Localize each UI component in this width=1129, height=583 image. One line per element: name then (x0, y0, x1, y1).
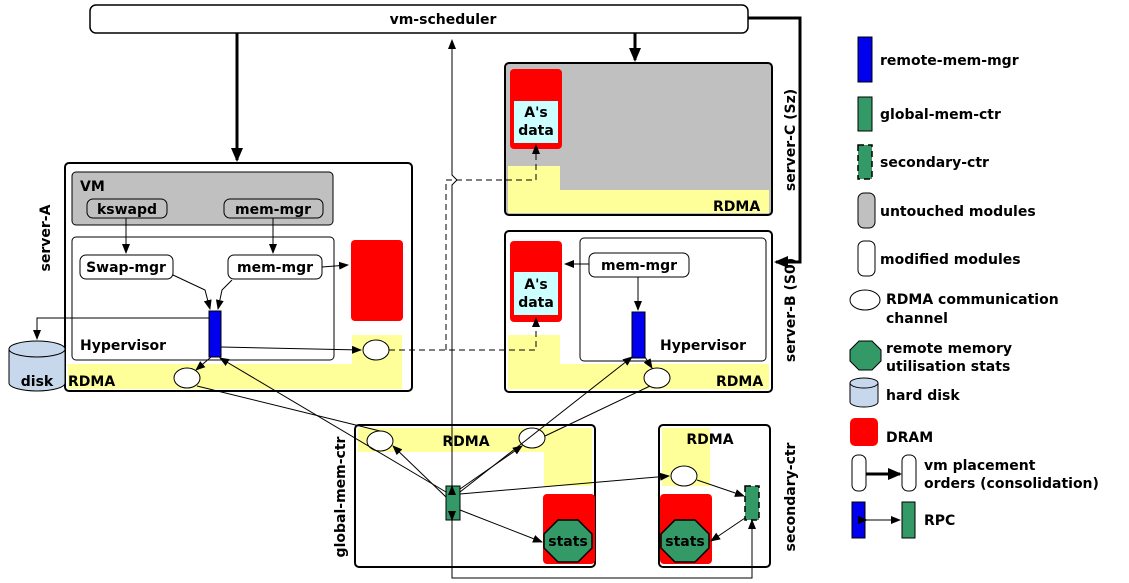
server-b-mem-mgr-box (588, 252, 690, 278)
kswapd-label: kswapd (97, 202, 157, 218)
global-to-remote-a (219, 357, 447, 493)
global-to-channel-2 (459, 445, 523, 490)
kswapd-box (86, 198, 168, 219)
connections (33, 16, 802, 579)
legend-placement-2: orders (consolidation) (924, 476, 1099, 492)
secondary-rdma-channel (670, 465, 698, 487)
disk-label: disk (21, 374, 54, 390)
vm-scheduler: vm-scheduler (89, 4, 749, 34)
legend-remote-mem-mgr-swatch (857, 36, 873, 83)
dashed-to-server-c-data (445, 144, 540, 350)
legend-remote-mem-mgr: remote-mem-mgr (880, 53, 1019, 69)
vm-mem-mgr-label: mem-mgr (235, 202, 311, 218)
global-rdma-channel-2 (518, 427, 546, 449)
placement-to-server-b (748, 16, 802, 268)
server-a-rdma-channel-1 (362, 339, 390, 361)
server-b-mem-mgr-label: mem-mgr (601, 258, 677, 274)
server-b-data-line2: data (518, 295, 554, 311)
hypmgr-to-remote (215, 279, 233, 310)
legend-modified-swatch (857, 240, 876, 277)
server-a-rdma-region (68, 335, 402, 389)
server-c-rdma-region (508, 166, 769, 213)
legend-global-mem-ctr: global-mem-ctr (880, 107, 1001, 123)
global-to-secondary-channel (459, 472, 670, 495)
vm-label: VM (80, 179, 105, 195)
scheduler-global-rpc (448, 39, 458, 495)
legend-disk-swatch (849, 377, 879, 408)
server-b-rdma-label: RDMA (716, 374, 763, 390)
swap-mgr-label: Swap-mgr (86, 260, 166, 276)
remote-mem-mgr-a (208, 310, 222, 358)
legend-dram: DRAM (886, 430, 933, 446)
server-c-data-line1: A's (524, 105, 547, 121)
server-c-label: server-C (Sz) (783, 89, 799, 191)
secondary-rdma-label: RDMA (686, 432, 733, 448)
legend: remote-mem-mgr global-mem-ctr secondary-… (849, 36, 1099, 539)
legend-modified: modified modules (880, 252, 1021, 268)
global-rdma-label: RDMA (442, 434, 489, 450)
secondary-channel-to-ctr (696, 479, 745, 497)
legend-rdma-channel-1: RDMA communication (886, 292, 1059, 308)
server-a-label: server-A (38, 204, 54, 271)
secondary-stats-label: stats (665, 534, 705, 550)
server-c-data-line2: data (518, 123, 554, 139)
hypervisor-a-label: Hypervisor (80, 338, 166, 354)
secondary-ctr-label: secondary-ctr (783, 442, 799, 551)
server-a-rdma-label: RDMA (68, 374, 115, 390)
remote-a-to-channel2 (195, 356, 212, 371)
legend-secondary-ctr: secondary-ctr (880, 155, 989, 171)
global-stats-label: stats (548, 534, 588, 550)
disk: disk (8, 340, 66, 392)
legend-stats-2: utilisation stats (886, 359, 1010, 375)
b-remote-to-channel (643, 356, 653, 369)
server-b-data (514, 272, 558, 315)
server-b: RDMA A's data mem-mgr Hypervisor server-… (504, 230, 799, 393)
server-b-rdma-channel (643, 367, 671, 389)
server-b-rdma-region (508, 335, 769, 389)
server-b-data-line1: A's (524, 277, 547, 293)
swap-mgr-box (79, 254, 174, 280)
legend-stats-swatch (849, 340, 882, 371)
hyp-a-mem-mgr-label: mem-mgr (237, 260, 313, 276)
legend-dram-swatch (850, 418, 878, 446)
global-ctr-block (445, 485, 461, 521)
remote-mem-mgr-b (631, 311, 646, 359)
legend-stats-1: remote memory (886, 341, 1012, 357)
remote-to-disk (33, 317, 209, 340)
legend-secondary-ctr-swatch (857, 144, 873, 180)
channel-b-to-global (544, 385, 651, 437)
legend-disk: hard disk (886, 388, 960, 404)
legend-rpc-swatch (851, 501, 916, 539)
channel-a-to-global (196, 385, 381, 432)
vm-scheduler-label: vm-scheduler (390, 12, 497, 28)
hypervisor-b-label: Hypervisor (660, 338, 746, 354)
swap-to-remote (172, 274, 212, 310)
legend-rdma-channel-2: channel (886, 311, 948, 327)
global-ctr-label: global-mem-ctr (333, 436, 349, 557)
global-secondary-rpc (448, 511, 756, 579)
legend-rpc: RPC (924, 513, 955, 529)
legend-untouched-swatch (857, 192, 876, 229)
legend-rdma-channel-swatch (849, 289, 881, 311)
legend-untouched: untouched modules (880, 204, 1036, 220)
secondary-ctr: RDMA stats secondary-ctr (658, 424, 799, 568)
legend-global-mem-ctr-swatch (857, 96, 873, 132)
legend-placement-1: vm placement (924, 458, 1036, 474)
server-a-rdma-channel-2 (173, 367, 201, 389)
secondary-ctr-block (744, 485, 760, 521)
server-b-label: server-B (S0) (783, 258, 799, 362)
hypmgr-to-dram (321, 261, 349, 270)
global-to-channel-1 (392, 445, 447, 498)
legend-placement-swatch (851, 454, 917, 492)
server-a-dram (351, 240, 403, 321)
global-mem-ctr: RDMA stats global-mem-ctr (333, 424, 596, 568)
server-c-data (514, 101, 558, 143)
server-a: server-A RDMA VM kswapd mem-mgr Swap-mgr… (38, 162, 413, 392)
server-c-rdma-label: RDMA (713, 199, 760, 215)
server-c: RDMA A's data server-C (Sz) (504, 62, 799, 216)
remote-a-to-channel (220, 345, 362, 354)
